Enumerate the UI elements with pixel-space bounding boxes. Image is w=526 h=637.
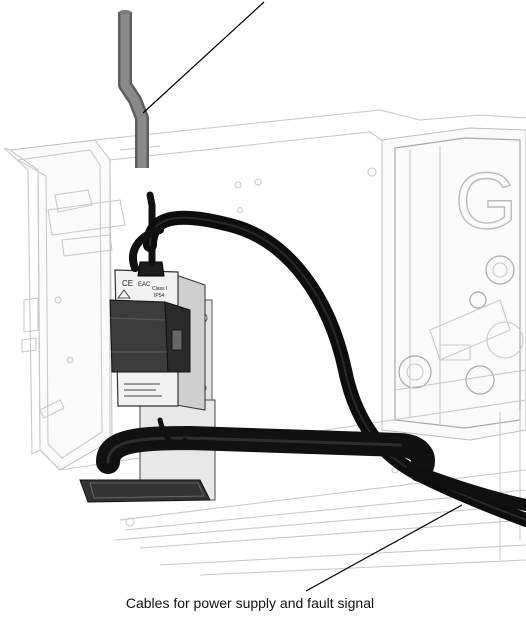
device-label-class: Class I bbox=[152, 286, 167, 292]
cable-callout-label: Cables for power supply and fault signal bbox=[125, 595, 375, 611]
gear-assembly bbox=[394, 255, 526, 395]
callout-leader-bottom bbox=[305, 504, 463, 592]
device-label-eac: EAC bbox=[138, 282, 151, 288]
safety-switch-device: CE EAC Class I IP54 bbox=[109, 261, 206, 411]
logo-glyph: G bbox=[455, 156, 517, 245]
device-label-ip: IP54 bbox=[154, 293, 165, 299]
power-and-fault-cables bbox=[96, 191, 526, 527]
callout-leader-top bbox=[142, 1, 265, 114]
warning-triangle-icon bbox=[117, 289, 131, 299]
printer-frame: G bbox=[3, 109, 526, 576]
device-label-ce: CE bbox=[122, 279, 133, 288]
cable-gland-rod bbox=[118, 10, 149, 168]
